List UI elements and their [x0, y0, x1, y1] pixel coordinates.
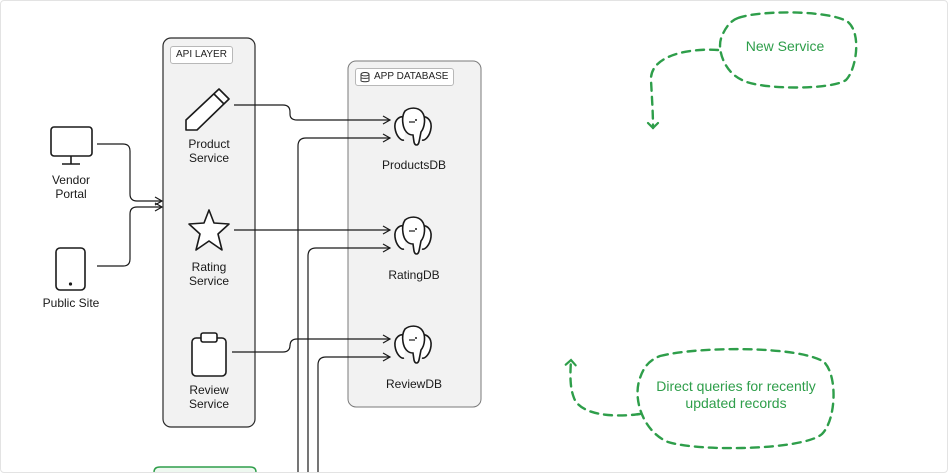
bottom-to-ratingdb-connector [307, 243, 392, 473]
public-site-label: Public Site [42, 296, 100, 310]
rating-db-label: RatingDB [388, 268, 440, 282]
database-icon [360, 71, 370, 82]
bottom-to-reviewdb-connector [317, 352, 392, 473]
product-to-productsdb-connector [234, 104, 392, 125]
star-icon [188, 209, 230, 251]
vendor-portal-label: Vendor Portal [51, 173, 91, 201]
rating-service-label: Rating Service [188, 260, 229, 288]
public-to-api-connector [97, 202, 164, 267]
new-service-arrow [646, 48, 720, 130]
bottom-to-productsdb-connector [297, 133, 392, 473]
api-layer-label: API LAYER [170, 46, 233, 64]
review-to-reviewdb-connector [232, 334, 392, 353]
pencil-icon [185, 88, 230, 131]
new-service-note: New Service [745, 38, 825, 54]
product-service-label: Product Service [188, 137, 230, 165]
app-database-label: APP DATABASE [355, 68, 455, 86]
direct-queries-arrow [564, 358, 642, 417]
new-service-bubble [718, 11, 858, 89]
phone-icon [55, 247, 86, 291]
products-db-label: ProductsDB [381, 158, 447, 172]
review-service-label: Review Service [188, 383, 229, 411]
app-database-label-text: APP DATABASE [374, 71, 449, 82]
bottom-green-group [153, 466, 257, 473]
monitor-icon [50, 126, 93, 165]
clipboard-icon [191, 332, 227, 377]
vendor-to-api-connector [97, 143, 164, 206]
direct-queries-bubble [636, 347, 835, 450]
review-db-label: ReviewDB [385, 377, 442, 391]
direct-queries-note: Direct queries for recently updated reco… [656, 378, 816, 411]
